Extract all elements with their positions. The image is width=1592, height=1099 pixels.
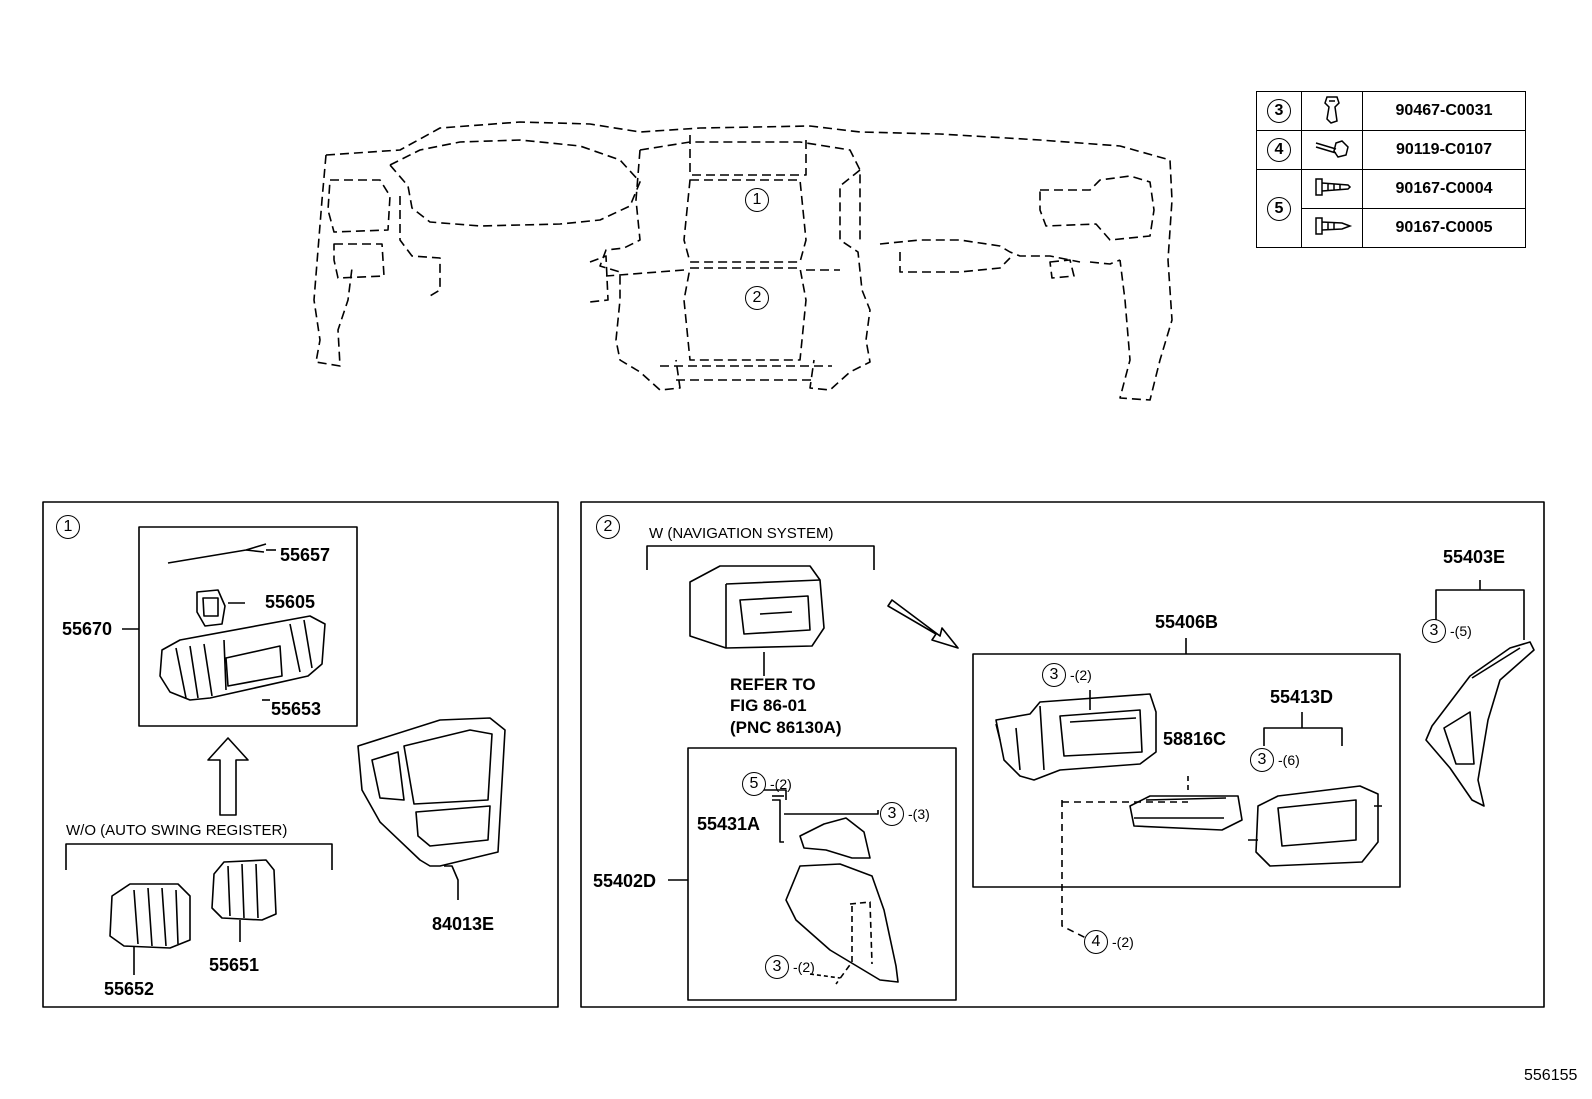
panel-1-callout: 1 [56,515,80,539]
fastener-row: 3 90467-C0031 [1256,91,1526,131]
part-label-84013E: 84013E [432,914,495,934]
part-label-55402D: 55402D [593,871,657,891]
overview-callout-1: 1 [745,188,769,212]
up-arrow-drawing [207,737,249,816]
fastener-table: 3 90467-C0031 4 90119-C0107 5 90167-C000… [1256,91,1526,248]
callout-3: 3 [1042,663,1066,687]
console-frame-drawing [995,693,1157,781]
refer-line-3: (PNC 86130A) [730,717,842,737]
part-number-90467-C0031: 90467-C0031 [1362,91,1526,131]
part-label-55651: 55651 [209,955,260,975]
condition-navigation: W (NAVIGATION SYSTEM) [649,525,834,542]
bolt-icon [1315,139,1349,158]
refer-line-2: FIG 86-01 [730,696,807,716]
dashboard-overview [313,121,1173,401]
clip-icon [1324,95,1340,124]
refer-to-note: REFER TO FIG 86-01 (PNC 86130A) [730,674,842,738]
condition-auto-swing: W/O (AUTO SWING REGISTER) [66,822,288,839]
vent-55652-drawing [109,883,191,949]
fastener-row: 5 90167-C0004 [1256,169,1526,248]
bracket-part-drawing [799,817,871,859]
vent-register-drawing [159,615,326,701]
quantity: -(6) [1278,752,1300,768]
callout-4: 4 [1084,930,1108,954]
quantity: -(2) [1112,934,1134,950]
quantity: -(2) [770,776,792,792]
vent-55651-drawing [211,859,277,921]
quantity: -(3) [908,806,930,822]
quantity: -(2) [1070,667,1092,683]
callout-3: 3 [1267,99,1291,123]
callout-5: 5 [1267,196,1291,221]
part-label-58816C: 58816C [1163,729,1227,749]
callout-5: 5 [742,772,766,796]
tapping-screw-icon [1315,216,1353,235]
part-label-55652: 55652 [104,979,155,999]
lower-trim-drawing [785,863,899,983]
part-label-55657: 55657 [280,545,331,565]
lower-panel-box [687,747,957,1001]
callout-3: 3 [1250,748,1274,772]
part-label-55670: 55670 [62,619,113,639]
part-number-90167-C0005: 90167-C0005 [1362,208,1526,248]
center-bezel-drawing [357,717,506,867]
fastener-row: 90167-C0005 [1257,208,1526,248]
callout-3: 3 [765,955,789,979]
part-label-55431A: 55431A [697,814,761,834]
panel-55413D-drawing [1255,785,1379,867]
part-number-90167-C0004: 90167-C0004 [1362,169,1526,209]
panel-2-frame [580,501,1545,1008]
callout-3: 3 [1422,619,1446,643]
navigation-unit-drawing [689,565,825,649]
part-label-55406B: 55406B [1155,612,1219,632]
cable-drawing [167,543,267,564]
callout-3: 3 [880,802,904,826]
refer-line-1: REFER TO [730,675,816,694]
callout-4: 4 [1267,138,1291,162]
part-label-55653: 55653 [271,699,322,719]
quantity: -(2) [793,959,815,975]
part-label-55413D: 55413D [1270,687,1334,707]
diagonal-arrow-drawing [887,599,959,649]
part-label-55605: 55605 [265,592,316,612]
register-assembly-box [138,526,358,727]
part-label-55403E: 55403E [1443,547,1506,567]
overview-callout-2: 2 [745,286,769,310]
clip-part-drawing [196,589,226,627]
quantity: -(5) [1450,623,1472,639]
console-assembly-box [972,653,1401,888]
diagram-id: 556155 [1524,1067,1578,1084]
screw-icon [1315,177,1352,196]
panel-1-frame [42,501,559,1008]
trim-55403E-drawing [1425,641,1535,807]
panel-2-callout: 2 [596,515,620,539]
fastener-row: 4 90119-C0107 [1256,130,1526,170]
plate-58816C-drawing [1129,795,1243,831]
part-number-90119-C0107: 90119-C0107 [1362,130,1526,170]
